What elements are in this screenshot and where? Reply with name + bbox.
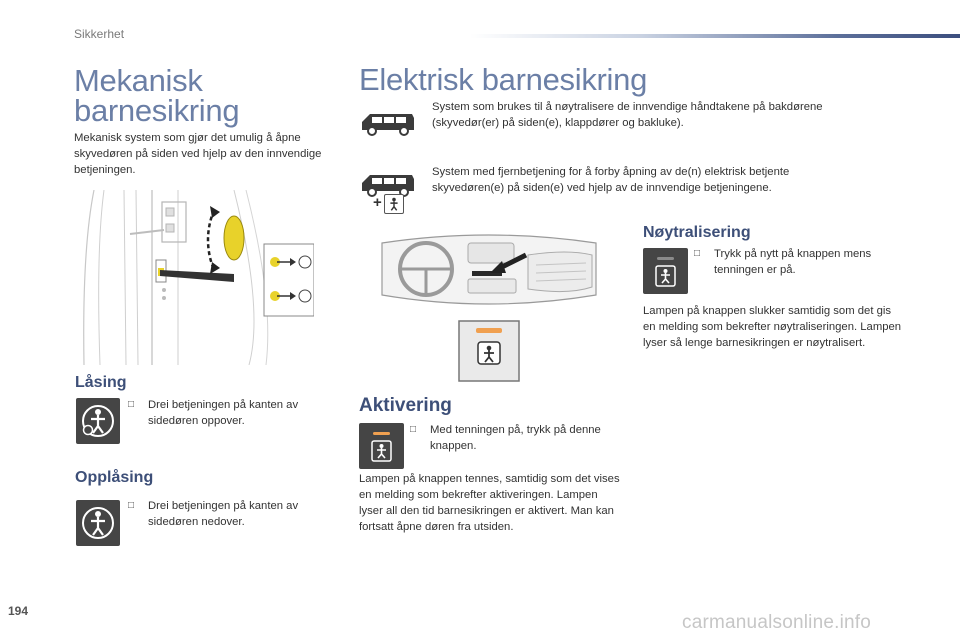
watermark: carmanualsonline.info — [682, 612, 872, 633]
unlocking-text: Drei betjeningen på kanten av sidedøren … — [148, 500, 299, 528]
locking-title: Låsing — [75, 374, 127, 391]
remote-description: System med fjernbetjening for å forby åp… — [432, 166, 790, 194]
van-icon — [360, 171, 416, 197]
neutralisation-bullet-text: Trykk på nytt på knappen mens tenningen … — [714, 248, 872, 276]
locking-text: Drei betjeningen på kanten av sidedøren … — [148, 399, 299, 427]
section-label: Sikkerhet — [74, 27, 125, 41]
child-lock-button-icon — [643, 248, 688, 294]
electric-title: Elektrisk barnesikring — [359, 62, 648, 97]
neutralisation-description: Lampen på knappen slukker samtidig som d… — [643, 305, 902, 349]
child-lock-icon — [384, 194, 404, 214]
activation-bullet-text: Med tenningen på, trykk på denne knappen… — [430, 424, 601, 452]
locking-instruction: □ Drei betjeningen på kanten av sidedøre… — [128, 397, 318, 429]
child-lock-button-illustration — [458, 320, 520, 382]
neutralisation-title: Nøytralisering — [643, 224, 751, 241]
plus-sign: + — [373, 194, 382, 211]
bullet-mark: □ — [128, 500, 135, 511]
neutralisation-instruction: □ Trykk på nytt på knappen mens tenninge… — [694, 246, 894, 278]
child-lock-button-icon — [359, 423, 404, 469]
mechanical-intro: Mekanisk system som gjør det umulig å åp… — [74, 132, 322, 176]
activation-instruction: □ Med tenningen på, trykk på denne knapp… — [410, 422, 625, 454]
bullet-mark: □ — [410, 424, 417, 435]
unlocking-instruction: □ Drei betjeningen på kanten av sidedøre… — [128, 498, 318, 530]
van-icon — [360, 110, 416, 136]
child-lock-rotate-icon — [76, 398, 120, 444]
activation-title: Aktivering — [359, 395, 452, 416]
mechanical-title: Mekanisk barnesikring — [74, 63, 240, 128]
activation-description: Lampen på knappen tennes, samtidig som d… — [359, 473, 620, 533]
door-edge-illustration — [74, 190, 314, 365]
bullet-mark: □ — [694, 248, 701, 259]
bullet-mark: □ — [128, 399, 135, 410]
unlocking-title: Opplåsing — [75, 469, 154, 486]
child-unlock-icon — [76, 500, 120, 546]
header-bar — [470, 34, 960, 38]
dashboard-illustration — [378, 225, 600, 317]
van-description: System som brukes til å nøytralisere de … — [432, 101, 823, 129]
page-number: 194 — [8, 604, 29, 618]
